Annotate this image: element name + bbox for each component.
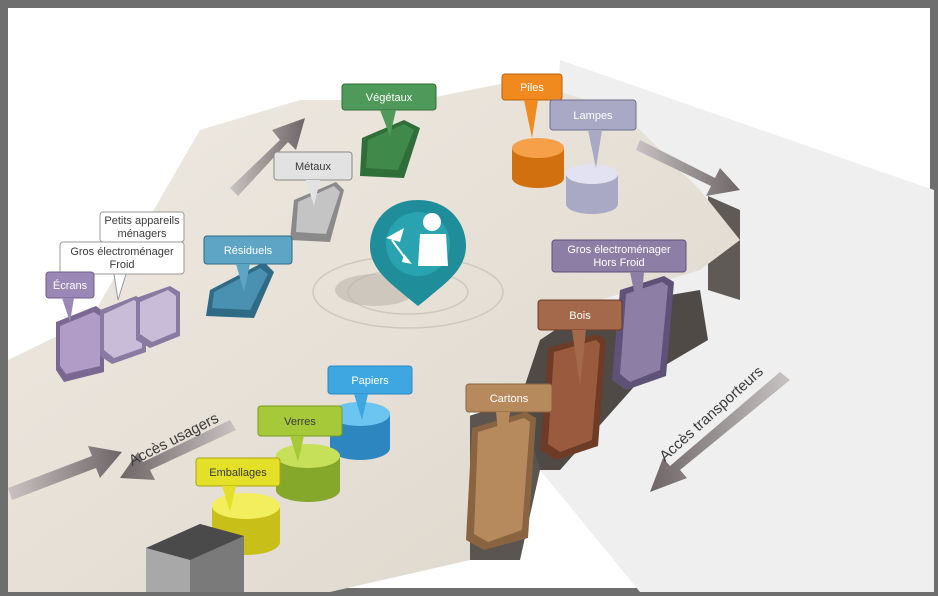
bin-petits-appareils xyxy=(136,286,180,348)
label-vegetaux: Végétaux xyxy=(366,92,413,104)
arrow-icon xyxy=(230,118,305,196)
bin-verres xyxy=(276,444,340,502)
tag-lampes: Lampes xyxy=(549,99,637,168)
label-gros-froid-1: Gros électroménager xyxy=(70,246,174,258)
label-verres: Verres xyxy=(284,416,316,428)
bin-metaux xyxy=(290,182,344,242)
tag-petits-appareils: Petits appareils ménagers xyxy=(99,211,185,243)
tag-gros-froid: Gros électroménager Froid xyxy=(59,241,185,301)
label-residuels: Résiduels xyxy=(224,245,273,257)
tag-verres: Verres xyxy=(257,405,343,462)
bin-ecrans xyxy=(56,306,104,382)
arrow-icon xyxy=(120,420,236,480)
tag-cartons: Cartons xyxy=(465,383,553,470)
bin-gros-froid xyxy=(100,296,146,364)
label-emballages: Emballages xyxy=(209,467,267,479)
bin-residuels xyxy=(206,262,274,318)
tag-gros-hors-froid: Gros électroménager Hors Froid xyxy=(551,239,687,320)
arrow-icon xyxy=(8,446,122,500)
label-petits-appareils-1: Petits appareils xyxy=(104,215,180,227)
bin-lampes xyxy=(566,164,618,214)
bin-cartons xyxy=(466,412,536,550)
label-petits-appareils-2: ménagers xyxy=(118,228,167,240)
bin-vegetaux xyxy=(360,120,420,178)
bin-piles xyxy=(512,138,564,188)
arrow-icon xyxy=(650,372,790,492)
label-papiers: Papiers xyxy=(351,375,389,387)
label-piles: Piles xyxy=(520,82,544,94)
tag-ecrans: Écrans xyxy=(45,271,95,322)
label-gros-hors-froid-1: Gros électroménager xyxy=(567,244,671,256)
location-pin-icon xyxy=(370,200,466,306)
tag-bois: Bois xyxy=(537,299,623,386)
tag-residuels: Résiduels xyxy=(203,235,293,292)
label-gros-froid-2: Froid xyxy=(109,259,134,271)
label-gros-hors-froid-2: Hors Froid xyxy=(593,257,644,269)
label-metaux: Métaux xyxy=(295,161,332,173)
label-lampes: Lampes xyxy=(573,110,613,122)
tag-emballages: Emballages xyxy=(195,457,281,512)
tag-vegetaux: Végétaux xyxy=(341,83,437,136)
guard-house xyxy=(146,524,244,592)
arrow-icon xyxy=(636,140,740,196)
floor-platform xyxy=(8,80,740,592)
tag-metaux: Métaux xyxy=(273,151,353,206)
label-cartons: Cartons xyxy=(490,393,529,405)
bin-bois xyxy=(540,334,606,460)
label-ecrans: Écrans xyxy=(53,279,88,292)
tag-piles: Piles xyxy=(501,73,563,138)
tag-papiers: Papiers xyxy=(327,365,413,420)
label-bois: Bois xyxy=(569,310,591,322)
bin-gros-hors-froid xyxy=(612,276,674,390)
bin-papiers xyxy=(330,402,390,460)
